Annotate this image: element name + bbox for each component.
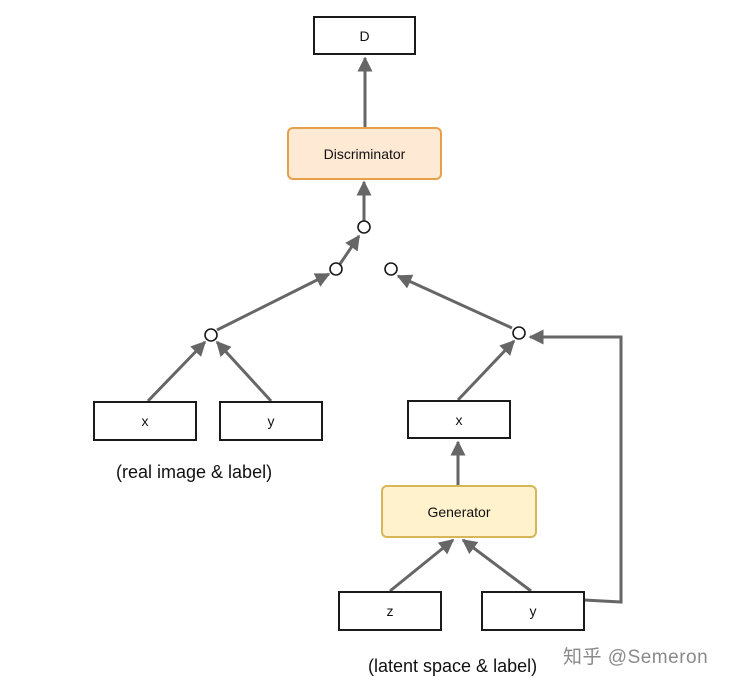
generator-box: Generator — [381, 485, 537, 538]
fake-x-label: x — [455, 411, 463, 428]
edge-z-to-generator — [389, 538, 455, 593]
edge-fake-x-to-junction — [456, 339, 516, 402]
d-output-box: D — [313, 16, 416, 55]
discriminator-box: Discriminator — [287, 127, 442, 180]
fake-pair-junction — [512, 326, 526, 340]
cond-y-label: y — [529, 603, 537, 619]
z-box: z — [338, 591, 442, 631]
edge-real-pair-to-switch — [216, 272, 331, 332]
z-label: z — [386, 603, 394, 619]
d-label: D — [359, 27, 370, 44]
real-y-box: y — [219, 401, 323, 441]
watermark-text: 知乎 @Semeron — [563, 647, 709, 668]
switch-output-junction — [357, 220, 371, 234]
junctions — [204, 220, 526, 342]
edge-real-x-to-junction — [146, 340, 207, 403]
edge-real-y-to-junction — [215, 340, 273, 403]
real-x-label: x — [141, 413, 149, 429]
discriminator-label: Discriminator — [323, 145, 406, 162]
latent-caption: (latent space & label) — [368, 656, 538, 676]
real-caption: (real image & label) — [116, 462, 273, 482]
edge-switch-lever — [338, 234, 361, 265]
cond-y-box: y — [481, 591, 585, 631]
real-pair-junction — [204, 328, 218, 342]
fake-x-box: x — [407, 400, 511, 439]
edge-fake-pair-to-switch — [396, 274, 513, 330]
real-y-label: y — [267, 413, 275, 429]
edge-y-to-generator — [461, 538, 532, 593]
switch-fake-input-junction — [384, 262, 398, 276]
generator-label: Generator — [427, 503, 491, 520]
switch-real-input-junction — [329, 262, 343, 276]
edge-y-to-fake-junction — [528, 329, 623, 604]
real-x-box: x — [93, 401, 197, 441]
edges — [146, 56, 623, 604]
